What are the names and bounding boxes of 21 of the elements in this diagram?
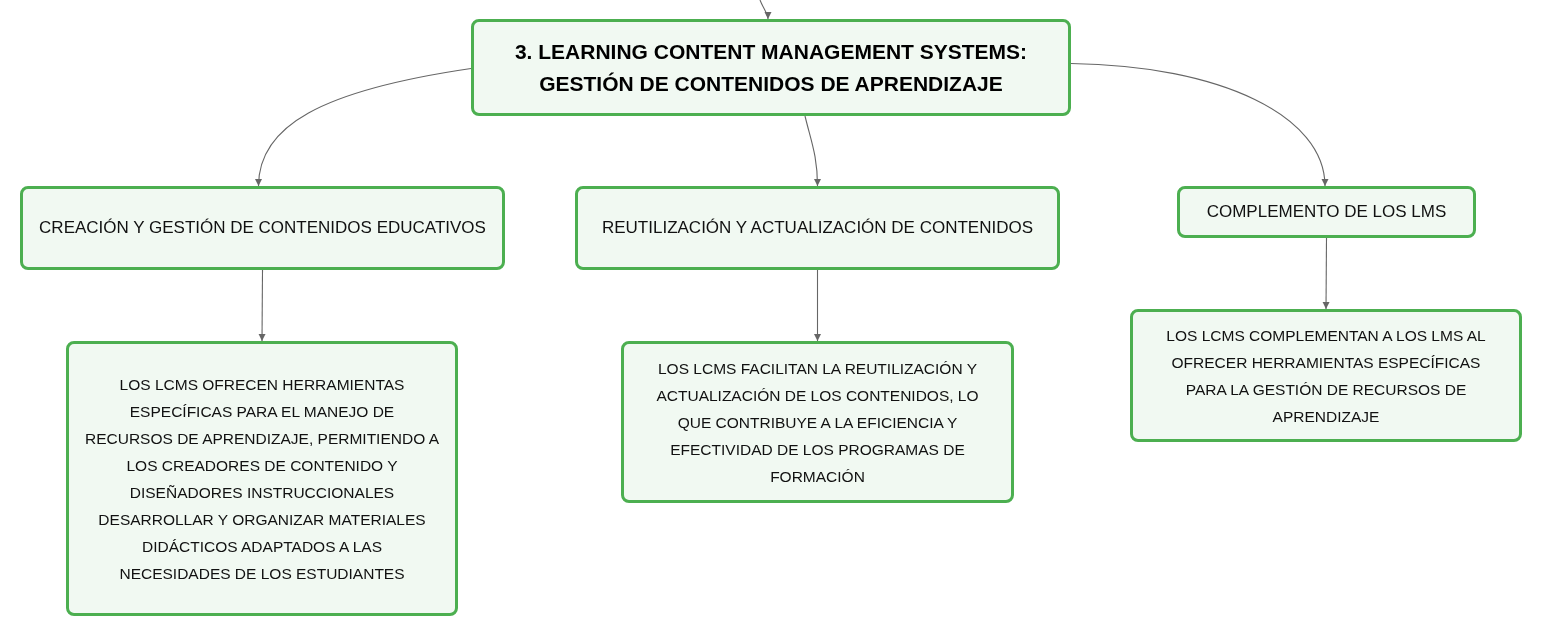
description-box [66, 341, 458, 616]
topic-text: REUTILIZACIÓN Y ACTUALIZACIÓN DE CONTENIDOS [601, 217, 1034, 239]
topic-box [20, 186, 505, 270]
description-text: LOS LCMS COMPLEMENTAN A LOS LMS AL OFRECER HERRAMIENTAS ESPECÍFICAS PARA LA GESTIÓN DE RECURSOS DE APRENDIZAJE [1165, 325, 1487, 427]
arrow [255, 67, 472, 187]
arrow [258, 269, 266, 342]
description-text: LOS LCMS FACILITAN LA REUTILIZACIÓN Y ACTUALIZACIÓN DE LOS CONTENIDOS, LO QUE CONTRIBUYE A LA EFICIENCIA Y EFECTIVIDAD DE LOS PROGRAMAS DE FORMACIÓN [655, 358, 980, 487]
arrow [759, 0, 771, 20]
topic-text: COMPLEMENTO DE LOS LMS [1206, 201, 1447, 223]
heading-text: 3. LEARNING CONTENT MANAGEMENT SYSTEMS: GESTIÓN DE CONTENIDOS DE APRENDIZAJE [513, 38, 1029, 97]
arrow [1070, 62, 1328, 187]
arrow [1322, 237, 1330, 310]
description-text: LOS LCMS OFRECEN HERRAMIENTAS ESPECÍFICAS PARA EL MANEJO DE RECURSOS DE APRENDIZAJE, PERMITIENDO A LOS CREADORES DE CONTENIDO Y DISEÑADORES INSTRUCCIONALES DESARROLLAR Y ORGANIZAR MATERIALES DIDÁCTICOS ADAPTADOS A LAS NECESIDADES DE LOS ESTUDIANTES [85, 374, 439, 584]
topic-text: CREACIÓN Y GESTIÓN DE CONTENIDOS EDUCATIVOS [39, 217, 486, 239]
topic-box [575, 186, 1060, 270]
arrow [804, 115, 821, 187]
description-box [1130, 309, 1522, 442]
topic-box [1177, 186, 1476, 238]
arrow [814, 269, 821, 342]
description-box [621, 341, 1014, 503]
central-topic-box [471, 19, 1071, 116]
